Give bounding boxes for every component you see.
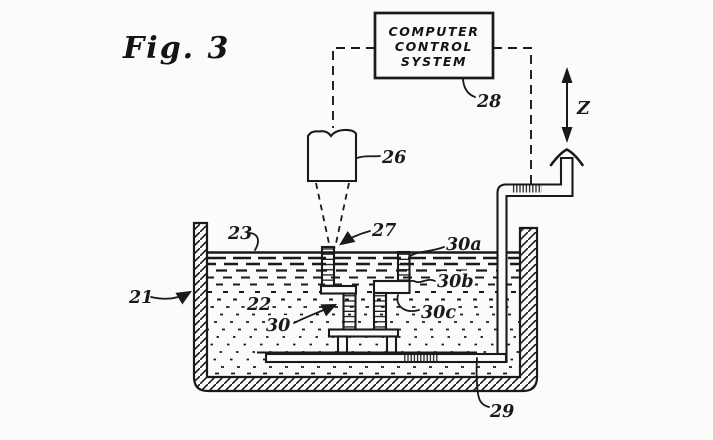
- formed-object: [319, 245, 411, 354]
- object-right-step: [372, 279, 411, 295]
- ref-22-liquid: 22: [246, 295, 271, 315]
- elevator-rod: [496, 156, 574, 364]
- leader-27: [339, 230, 371, 246]
- uv-light-source: [306, 128, 358, 183]
- object-right-inner-column: [372, 291, 388, 331]
- ref-30b-layer: 30b: [437, 272, 474, 292]
- leader-26: [356, 155, 381, 159]
- control-wire-to-elevator: [493, 47, 532, 184]
- arrow-30: [293, 304, 338, 324]
- object-leg-left: [336, 335, 349, 354]
- platform-plate: [264, 352, 508, 364]
- ref-21-vat: 21: [128, 288, 153, 308]
- object-right-column: [396, 250, 411, 283]
- ref-30-object: 30: [266, 316, 290, 336]
- control-wire-to-light: [332, 47, 375, 128]
- object-left-inner-column: [342, 292, 357, 331]
- leader-30b: [402, 278, 436, 284]
- ref-30a-layer: 30a: [446, 235, 482, 255]
- platform-rack: [404, 354, 438, 362]
- computer-control-box: [373, 11, 495, 80]
- object-left-column: [320, 245, 336, 288]
- computer-box-line2: CONTROL: [395, 39, 473, 54]
- leader-23: [249, 232, 259, 251]
- ref-28-computer: 28: [476, 92, 501, 112]
- leader-30c: [396, 294, 420, 312]
- ref-30c-layer: 30c: [421, 303, 456, 323]
- z-axis-arrow-icon: [561, 67, 573, 143]
- leader-21: [150, 290, 192, 305]
- ref-29-platform: 29: [489, 402, 514, 422]
- vat-outline: [192, 221, 539, 393]
- leader-29: [475, 357, 490, 408]
- elevator-platform: [257, 351, 508, 364]
- ref-26-light-source: 26: [381, 148, 406, 168]
- object-base-cap: [327, 328, 400, 338]
- object-left-step: [319, 284, 358, 295]
- computer-box-line1: COMPUTER: [388, 24, 479, 39]
- figure-title: Fig. 3: [122, 31, 230, 66]
- elevator-rod-rack: [512, 185, 542, 193]
- ref-27-beam-spot: 27: [371, 221, 396, 241]
- elevator-up-arrow-icon: [549, 148, 584, 167]
- light-beam-left: [315, 182, 331, 249]
- computer-box-line3: SYSTEM: [401, 54, 467, 69]
- light-beam-right: [334, 182, 350, 249]
- z-axis-label: Z: [576, 99, 591, 119]
- ref-23-surface: 23: [227, 224, 252, 244]
- leader-30a: [409, 246, 445, 257]
- leader-28: [462, 78, 476, 98]
- object-leg-right: [385, 335, 398, 354]
